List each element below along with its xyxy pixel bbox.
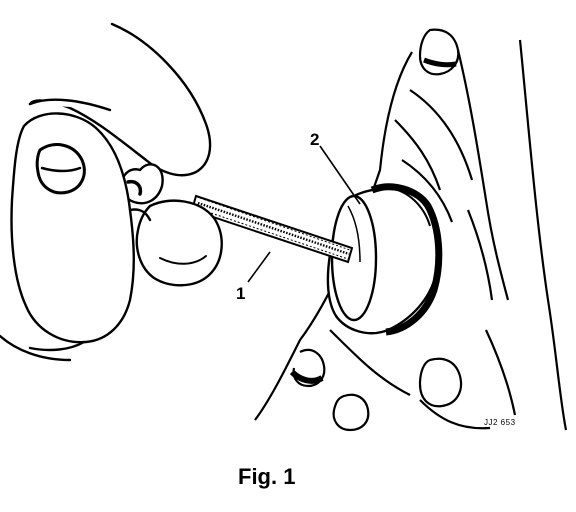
figure-caption: Fig. 1 — [238, 464, 296, 489]
callout-label-1: 1 — [236, 284, 246, 303]
housing-casting — [254, 28, 568, 432]
sealing-plug — [326, 183, 443, 336]
leader-lines — [247, 145, 361, 283]
hand — [0, 22, 223, 362]
drawing-code: JJ2 653 — [484, 418, 516, 427]
callout-label-2: 2 — [310, 130, 320, 149]
